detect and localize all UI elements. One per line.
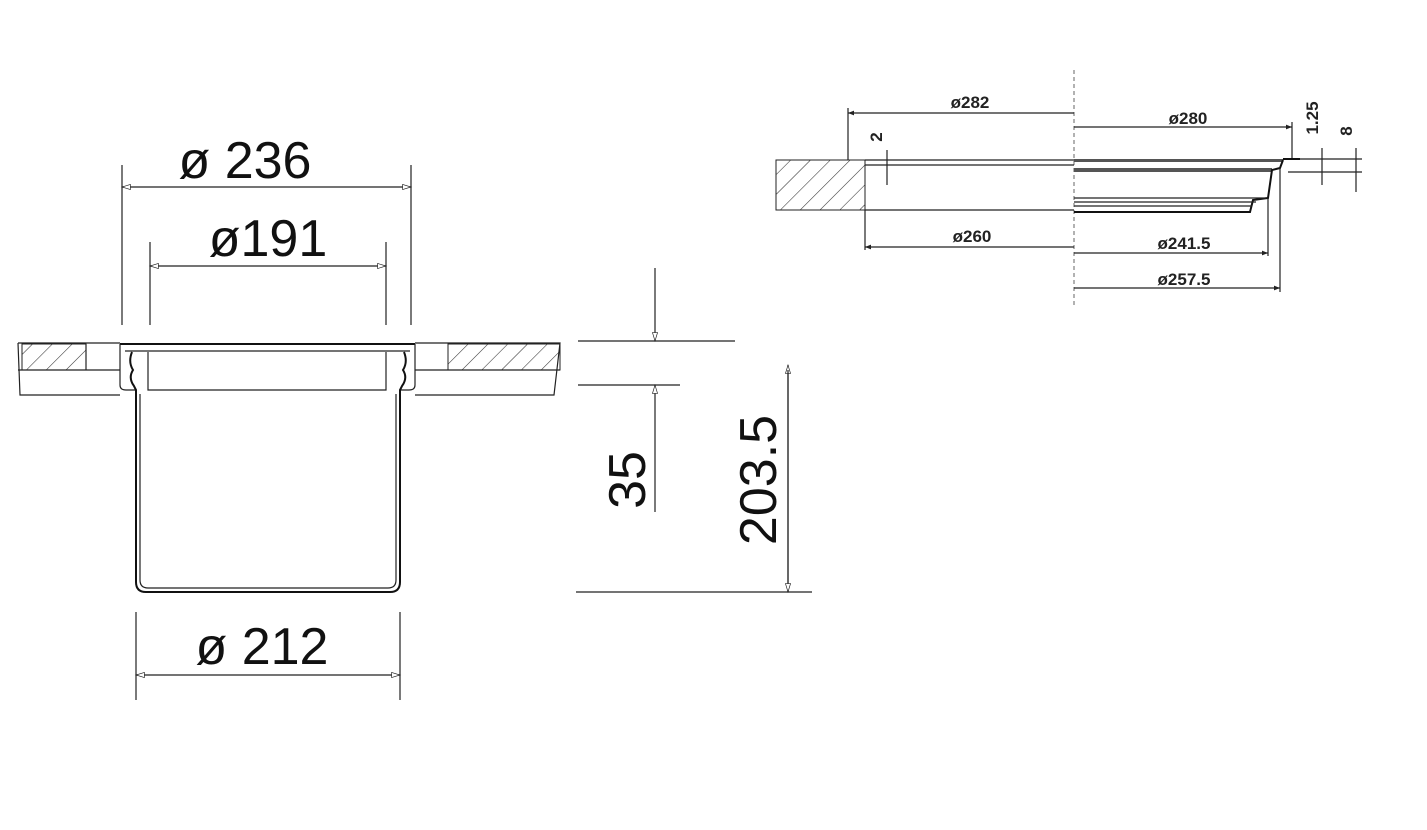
dim-35-label: 35 [599,451,657,509]
dim-257-5-label: ø257.5 [1158,270,1211,289]
dim-203-5-label: 203.5 [730,415,788,545]
dimension-rim-height: 35 [578,268,735,512]
dim-212-label: ø 212 [196,618,329,676]
detail-view: ø282 ø280 ø260 ø241.5 ø257.5 2 1.25 8 [775,70,1362,305]
sink-bowl [119,343,416,593]
dim-1-25-label: 1.25 [1303,101,1322,134]
dimension-bowl: ø 212 [134,612,402,700]
dim-280-label: ø280 [1169,109,1208,128]
dim-241-5-label: ø241.5 [1158,234,1211,253]
dim-191-label: ø191 [209,210,328,268]
dimension-outer-rim: ø 236 [120,132,413,325]
dimension-inner-opening: ø191 [148,210,388,325]
dim-2-label: 2 [867,132,886,141]
countertop-section [17,342,561,396]
countertop-hatch [775,159,866,211]
dim-260-label: ø260 [953,227,992,246]
dim-236-label: ø 236 [179,132,312,190]
dim-8-label: 8 [1337,126,1356,135]
rim-profile [1074,158,1300,213]
dim-282-label: ø282 [951,93,990,112]
side-view: ø 236 ø191 ø 212 35 203.5 [17,132,812,700]
dimension-total-depth: 203.5 [576,363,812,594]
